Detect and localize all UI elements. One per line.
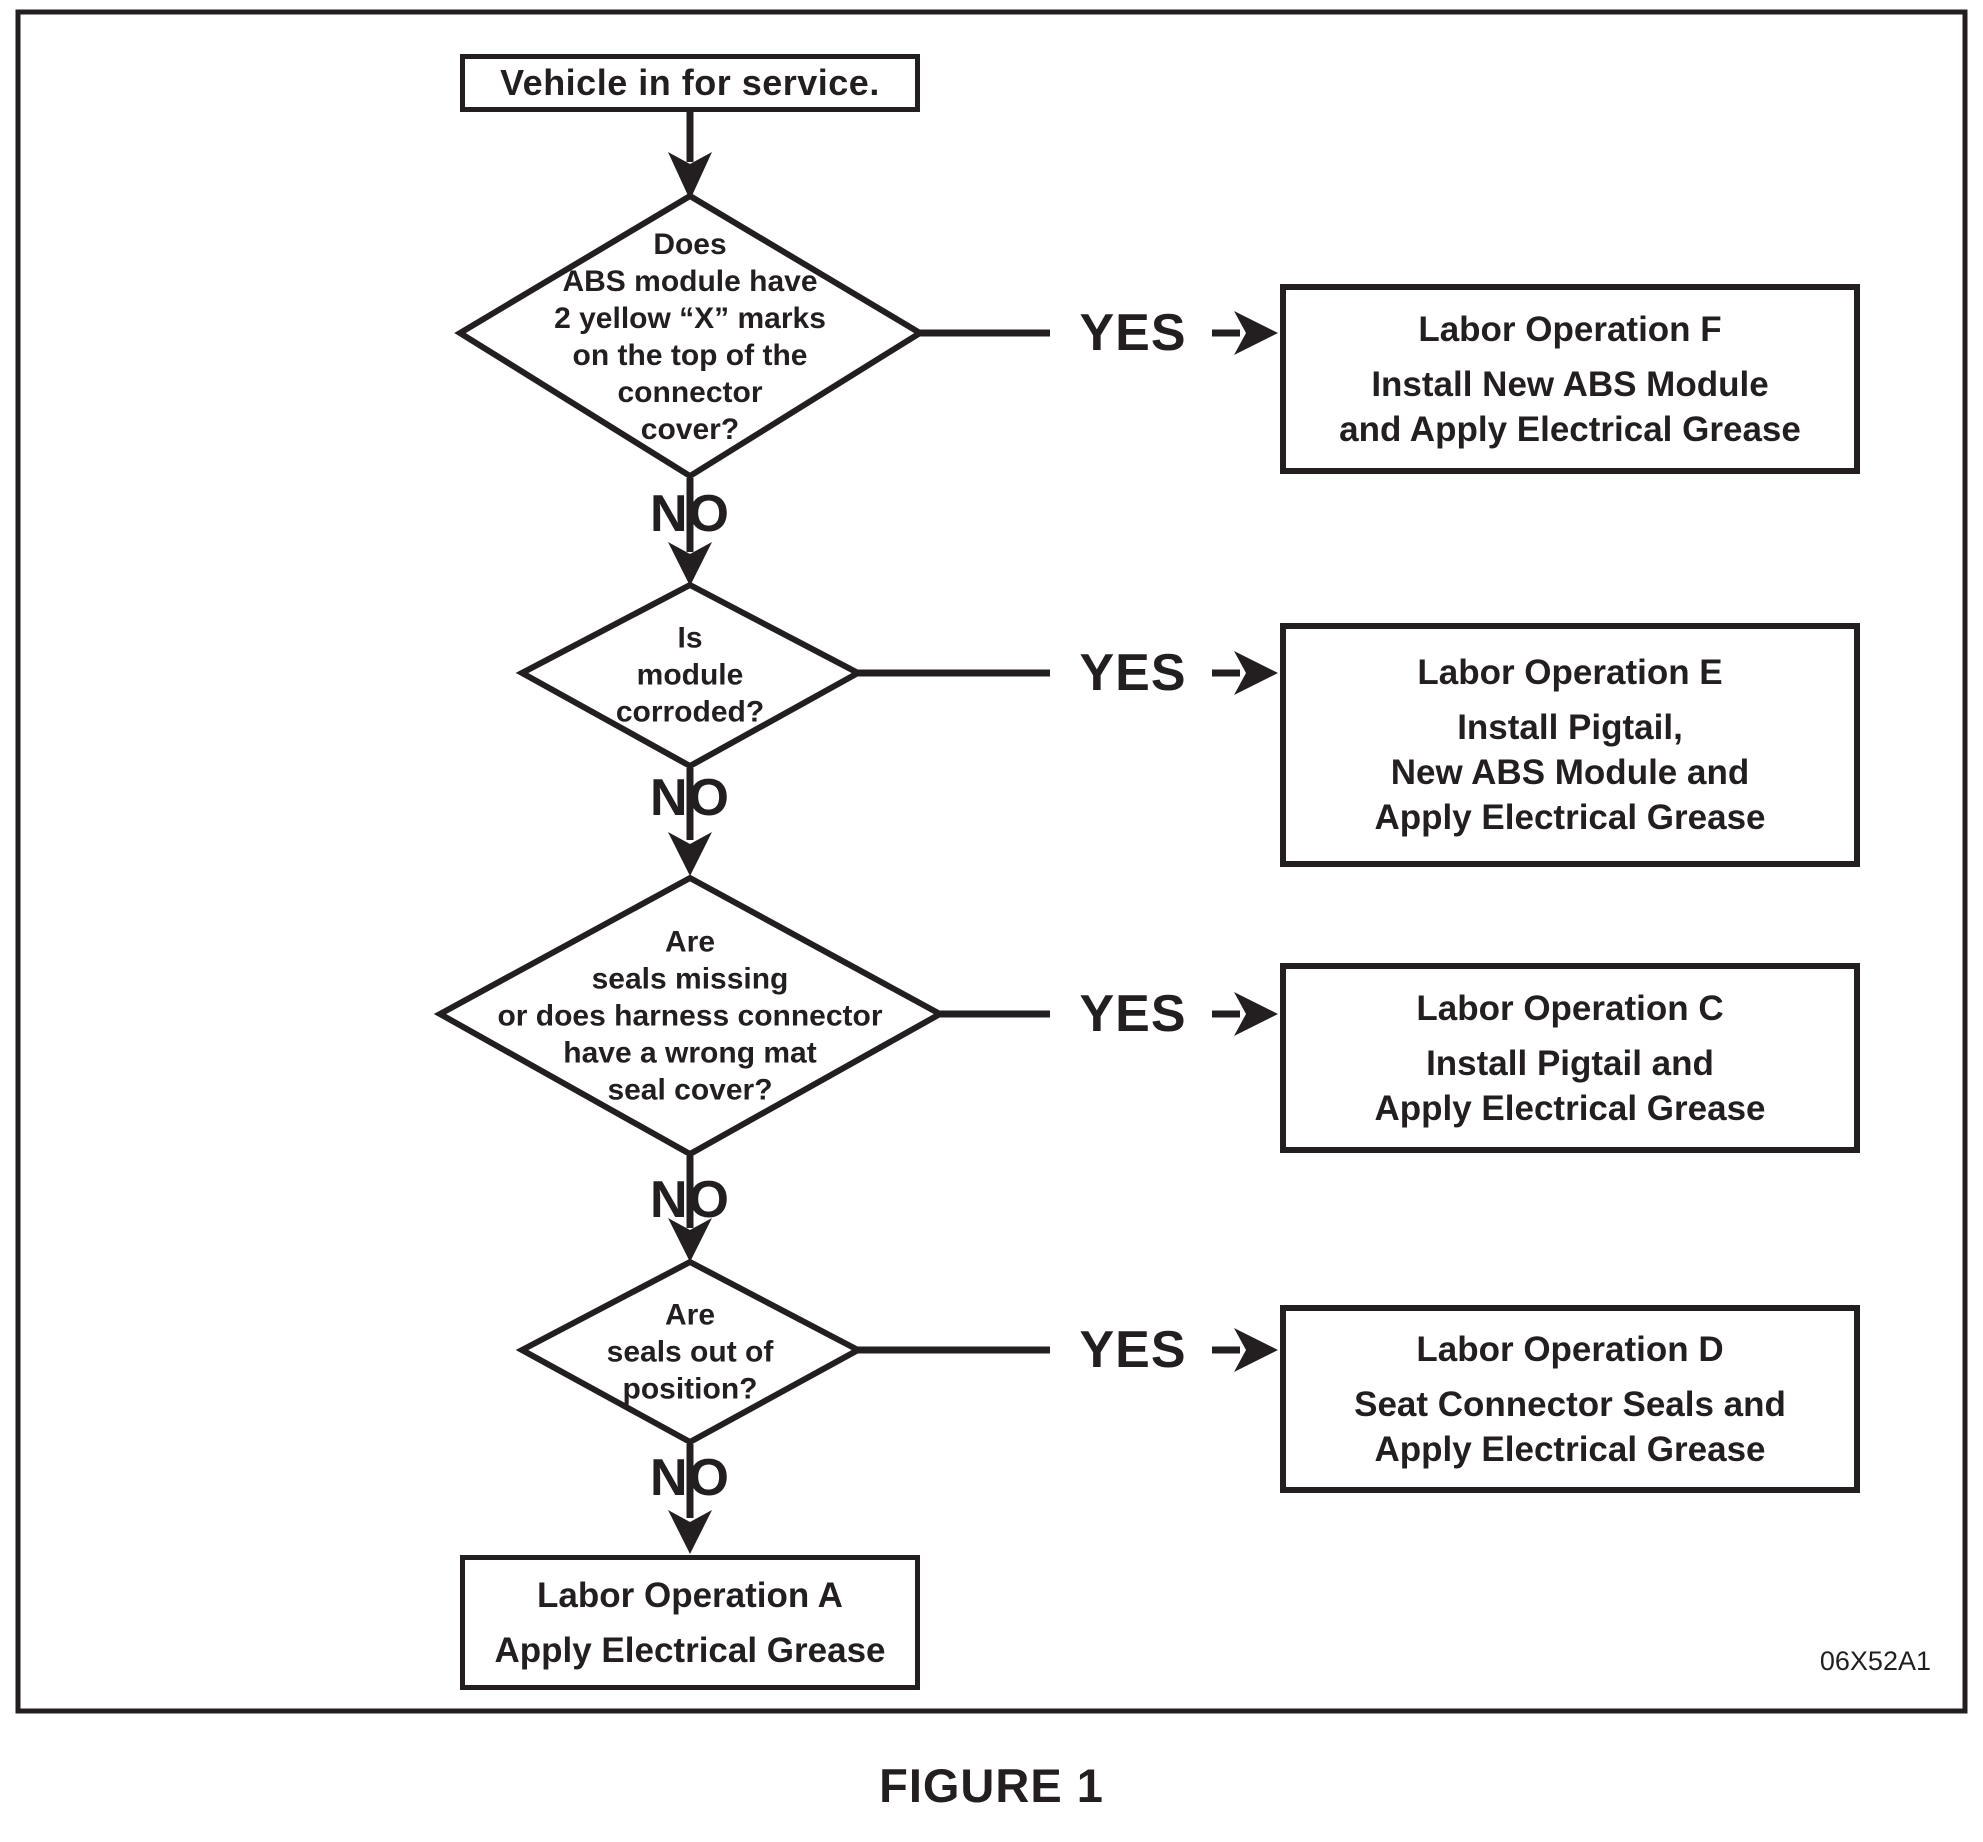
yes-label-4: YES (1079, 1321, 1187, 1379)
no-label-3: NO (650, 1171, 730, 1229)
figure-caption: FIGURE 1 (879, 1759, 1104, 1812)
labor-operation-a-node: Labor Operation A Apply Electrical Greas… (460, 1555, 920, 1690)
arrowhead-yes1-to-boxf (1234, 311, 1278, 355)
labor-operation-a-title: Labor Operation A (537, 1575, 843, 1615)
labor-operation-e-node: Labor Operation E Install Pigtail, New A… (1280, 623, 1860, 867)
labor-operation-c-body: Install Pigtail and Apply Electrical Gre… (1374, 1043, 1766, 1128)
labor-operation-d-node: Labor Operation D Seat Connector Seals a… (1280, 1305, 1860, 1493)
decision-diamond-module-corroded (515, 581, 865, 770)
decision-diamond-abs-marks (454, 192, 926, 480)
no-label-2: NO (650, 769, 730, 827)
labor-operation-a-body: Apply Electrical Grease (494, 1630, 886, 1670)
figure-border (15, 9, 1968, 1714)
start-node-label: Vehicle in for service. (500, 62, 880, 103)
decision-question-module-corroded: Is module corroded? (615, 621, 765, 729)
yes-label-1: YES (1079, 304, 1187, 362)
arrowhead-no1-to-d2 (668, 542, 712, 586)
labor-operation-c-node: Labor Operation C Install Pigtail and Ap… (1280, 963, 1860, 1153)
labor-operation-d-title: Labor Operation D (1416, 1329, 1724, 1369)
labor-operation-f-node: Labor Operation F Install New ABS Module… (1280, 284, 1860, 474)
labor-operation-e-body: Install Pigtail, New ABS Module and Appl… (1374, 708, 1766, 837)
arrowhead-no4-to-boxa (668, 1510, 712, 1554)
yes-label-3: YES (1079, 985, 1187, 1043)
decision-question-abs-marks: Does ABS module have 2 yellow “X” marks … (554, 228, 826, 446)
arrowhead-yes3-to-boxc (1234, 992, 1278, 1036)
start-node: Vehicle in for service. (460, 54, 920, 112)
labor-operation-d-body: Seat Connector Seals and Apply Electrica… (1354, 1384, 1786, 1469)
yes-label-2: YES (1079, 644, 1187, 702)
labor-operation-f-body: Install New ABS Module and Apply Electri… (1339, 364, 1801, 449)
decision-diamond-seals-missing (433, 874, 947, 1158)
arrowhead-yes2-to-boxe (1234, 651, 1278, 695)
arrowhead-yes4-to-boxd (1234, 1328, 1278, 1372)
arrowhead-no2-to-d3 (668, 832, 712, 876)
drawing-code: 06X52A1 (1819, 1646, 1931, 1676)
decision-question-seals-position: Are seals out of position? (606, 1298, 774, 1406)
arrowhead-no3-to-d4 (668, 1218, 712, 1262)
labor-operation-e-title: Labor Operation E (1417, 653, 1723, 692)
no-label-1: NO (650, 485, 730, 543)
decision-question-seals-missing: Are seals missing or does harness connec… (497, 925, 883, 1107)
decision-diamond-seals-position (515, 1258, 865, 1446)
labor-operation-c-title: Labor Operation C (1416, 988, 1724, 1028)
labor-operation-f-title: Labor Operation F (1418, 309, 1722, 349)
arrowhead-start-to-d1 (668, 152, 712, 200)
no-label-4: NO (650, 1449, 730, 1507)
